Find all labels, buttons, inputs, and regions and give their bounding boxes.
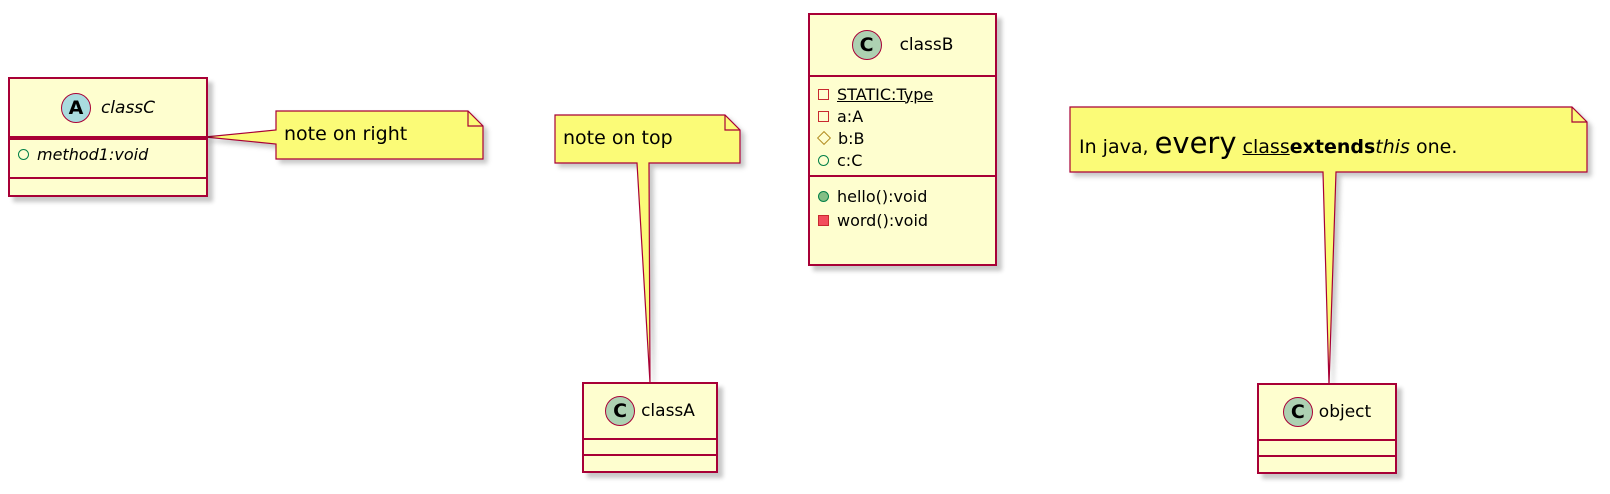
- private-visibility-icon: [818, 110, 829, 122]
- class-header: A classC: [10, 79, 206, 136]
- methods-section: [584, 454, 716, 456]
- method-row: method1:void: [10, 143, 206, 166]
- fields-section: [10, 136, 206, 138]
- private-visibility-icon: [818, 88, 829, 100]
- class-header: C object: [1259, 385, 1395, 439]
- class-spot-icon: C: [605, 396, 636, 426]
- class-name: classC: [100, 97, 156, 118]
- empty-section: [10, 177, 206, 179]
- methods-section: [1259, 455, 1395, 457]
- note-text-plain: In java,: [1079, 136, 1155, 158]
- field-text: a:A: [837, 106, 864, 126]
- note-text: note on right: [284, 123, 408, 145]
- methods-section: hello():void word():void: [810, 175, 995, 232]
- note-text-large: every: [1154, 126, 1237, 160]
- class-name: object: [1318, 402, 1372, 422]
- note-java-shape: [1069, 106, 1588, 386]
- note-text-italic: this: [1375, 136, 1410, 158]
- public-visibility-icon: [18, 149, 29, 160]
- fields-section: [1259, 439, 1395, 455]
- field-row: c:C: [810, 149, 995, 171]
- method-row: hello():void: [810, 184, 995, 208]
- field-text: c:C: [837, 150, 863, 170]
- note-right-shape: [204, 110, 484, 160]
- method-row: word():void: [810, 208, 995, 232]
- public-visibility-icon: [818, 154, 829, 166]
- note-text: note on top: [563, 127, 673, 149]
- fields-section: STATIC:Type a:A b:B c:C: [810, 75, 995, 175]
- note-on-top: note on top: [563, 127, 673, 149]
- fields-section: [584, 438, 716, 454]
- class-header: C classB: [810, 15, 995, 75]
- field-row: STATIC:Type: [810, 83, 995, 105]
- class-name: classB: [899, 35, 954, 55]
- class-header: C classA: [584, 384, 716, 438]
- note-text-plain: one.: [1409, 136, 1458, 158]
- public-visibility-icon: [818, 190, 829, 202]
- field-row: a:A: [810, 105, 995, 127]
- class-spot-icon: C: [851, 30, 882, 60]
- abstract-class-spot-icon: A: [60, 92, 91, 123]
- protected-visibility-icon: [816, 130, 832, 146]
- field-row: b:B: [810, 127, 995, 149]
- class-classA[interactable]: C classA: [582, 382, 718, 473]
- note-java: In java, every classextendsthis one.: [1079, 126, 1457, 160]
- methods-section: method1:void: [10, 138, 206, 166]
- private-visibility-icon: [818, 214, 829, 226]
- note-text-bold: extends: [1289, 136, 1376, 158]
- field-text: b:B: [838, 128, 865, 148]
- method-text: hello():void: [837, 186, 928, 206]
- note-on-right: note on right: [284, 123, 407, 145]
- method-text: word():void: [837, 210, 929, 230]
- class-classC[interactable]: A classC method1:void: [8, 77, 208, 197]
- note-top-shape: [554, 114, 741, 384]
- class-object[interactable]: C object: [1257, 383, 1397, 474]
- class-spot-icon: C: [1282, 397, 1313, 427]
- class-name: classA: [641, 401, 695, 421]
- note-text-underlined: class: [1242, 136, 1290, 158]
- field-text: STATIC:Type: [837, 84, 934, 104]
- method-text: method1:void: [37, 145, 149, 164]
- class-classB[interactable]: C classB STATIC:Type a:A b:B c:C hello()…: [808, 13, 997, 266]
